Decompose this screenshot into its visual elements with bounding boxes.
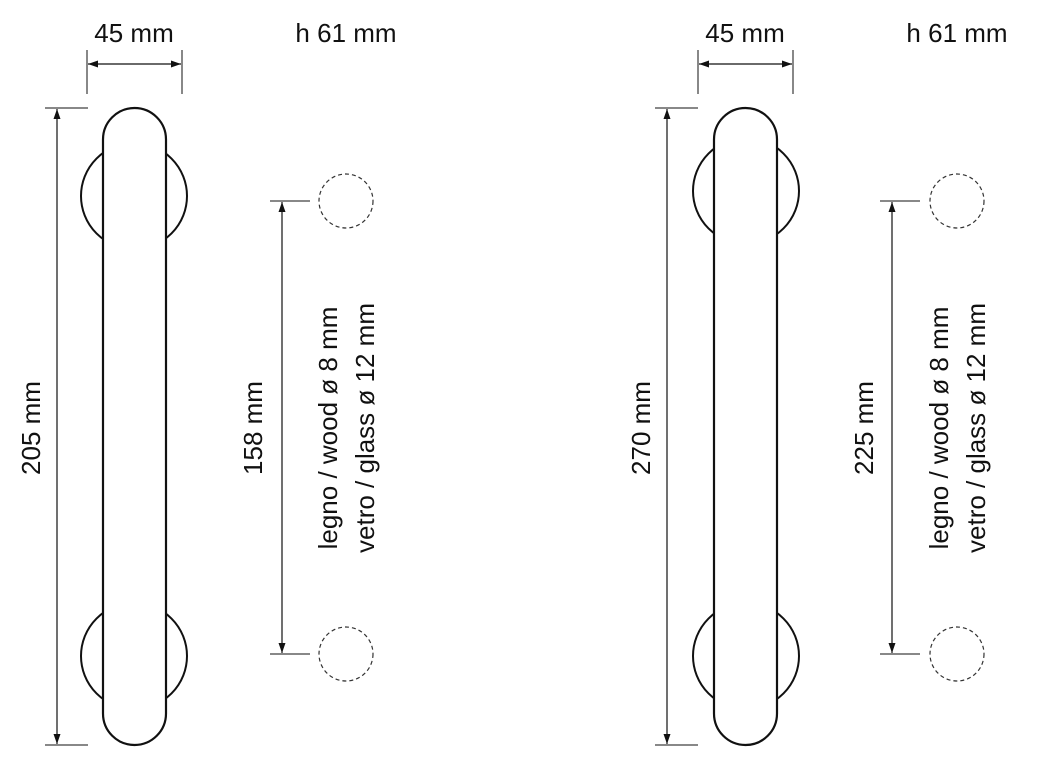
- material-glass-note: vetro / glass ø 12 mm: [961, 303, 991, 553]
- material-glass-note: vetro / glass ø 12 mm: [350, 303, 380, 553]
- length-dimension: 205 mm: [16, 107, 88, 746]
- bottom-fixing-hole: [929, 626, 985, 682]
- length-label: 270 mm: [626, 381, 656, 475]
- material-wood-note: legno / wood ø 8 mm: [924, 307, 954, 550]
- hole-distance-dimension: 225 mm: [849, 200, 920, 655]
- material-wood-note: legno / wood ø 8 mm: [313, 307, 343, 550]
- hole-distance-label: 225 mm: [849, 381, 879, 475]
- width-dimension: 45 mm: [86, 18, 183, 94]
- hole-distance-dimension: 158 mm: [238, 200, 310, 655]
- bottom-fixing-hole: [318, 626, 374, 682]
- width-dimension: 45 mm: [697, 18, 794, 94]
- length-dimension: 270 mm: [626, 107, 698, 746]
- length-label: 205 mm: [16, 381, 46, 475]
- width-label: 45 mm: [705, 18, 784, 48]
- top-fixing-hole: [318, 173, 374, 229]
- hole-distance-label: 158 mm: [238, 381, 268, 475]
- height-label: h 61 mm: [906, 18, 1007, 48]
- handle-205-drawing: 45 mm h 61 mm 205 mm 158 mm legno / wood…: [16, 18, 397, 747]
- height-label: h 61 mm: [295, 18, 396, 48]
- width-label: 45 mm: [94, 18, 173, 48]
- handle-bar: [101, 106, 168, 747]
- handle-bar: [712, 106, 779, 747]
- top-fixing-hole: [929, 173, 985, 229]
- handle-270-drawing: 45 mm h 61 mm 270 mm 225 mm legno / wood…: [626, 18, 1008, 747]
